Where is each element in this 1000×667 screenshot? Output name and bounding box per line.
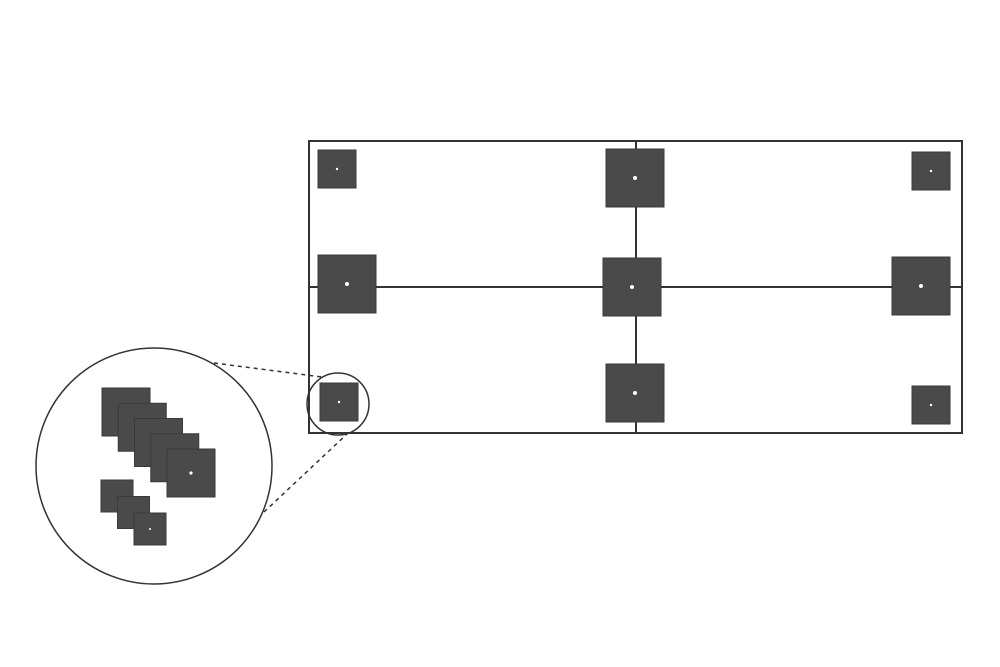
- marker-top-left-center-dot: [335, 167, 339, 171]
- marker-top-center-center-dot: [633, 176, 637, 180]
- marker-bottom-right-center-dot: [929, 403, 933, 407]
- inset-small-stack: [100, 479, 167, 546]
- connector-line-bottom: [263, 433, 348, 513]
- marker-middle-center-center-dot: [630, 285, 634, 289]
- connector-line-top: [213, 362, 323, 378]
- marker-middle-right-center-dot: [919, 284, 923, 288]
- highlight-circle: [306, 372, 370, 436]
- inset-large-stack: [101, 387, 216, 498]
- inset-small-square-3-center-dot: [149, 528, 151, 530]
- marker-bottom-center-center-dot: [633, 391, 637, 395]
- marker-bottom-left-center-dot: [337, 400, 341, 404]
- marker-group: [317, 148, 951, 425]
- inset-large-square-5-center-dot: [189, 471, 193, 475]
- marker-top-right-center-dot: [929, 169, 933, 173]
- marker-middle-left-center-dot: [345, 282, 349, 286]
